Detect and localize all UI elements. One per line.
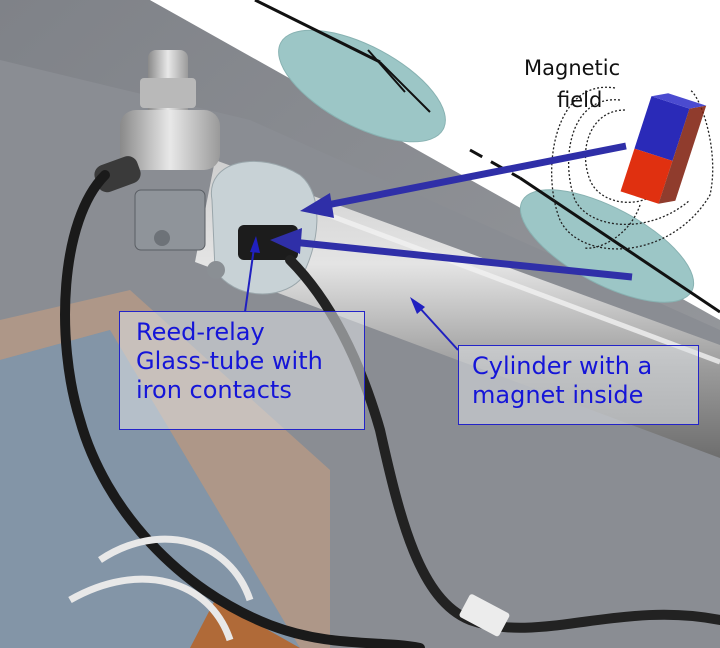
fitting-nut [140,78,196,108]
reed-relay-label-line1: Reed-relay [136,318,265,346]
field-line-lower [584,204,641,249]
arrow-reed-label [244,247,255,313]
callout-arrows [244,142,633,351]
table-edge-strip [0,290,330,648]
magnet-north-pole [634,96,690,161]
reed-wire-line-3 [469,148,521,180]
arrow-reed-label-head [250,236,260,253]
illustration-inset [150,0,720,314]
hose-connector [94,156,141,193]
arrow-field-to-tube-head [300,193,334,218]
field-line-inner [584,109,661,203]
magnet-south-pole [620,148,673,204]
arrow-disc-to-sensor-head [270,228,302,254]
arrow-disc-to-sensor [291,238,633,281]
cylinder-label-line1: Cylinder with a [472,352,653,380]
bar-magnet [620,93,707,204]
magnet-top-face [651,93,707,109]
reed-wire-line-1 [254,0,381,64]
reed-relay-label-line2: Glass-tube with [136,347,323,375]
mounting-bracket [134,189,206,251]
arrow-cylinder-label-head [410,297,425,314]
reed-relay-label: Reed-relay Glass-tube with iron contacts [119,311,365,430]
reed-disc-bottom [519,189,695,303]
reed-wire-line-4 [519,176,720,314]
reed-relay-label-line3: iron contacts [136,376,292,404]
reed-contact-line [367,49,406,93]
fitting-elbow [120,110,220,170]
arrow-cylinder-label [417,305,459,351]
field-label-line1: Magnetic [524,56,621,80]
cable-left-loop [60,170,425,648]
cable-tie [459,594,510,637]
arrow-field-to-tube [321,142,627,210]
cylinder-label: Cylinder with a magnet inside [458,345,699,425]
field-label-line2: field [557,88,603,112]
cable-white-coil [68,535,254,642]
reed-wire-line-2 [379,61,431,113]
reed-disc-top [278,29,446,143]
field-line-outer [551,86,714,250]
clamp-hole [207,261,225,279]
field-line-middle [568,99,691,226]
magnet-side-face [658,105,707,204]
cylinder-label-line2: magnet inside [472,381,644,409]
bracket-screw [154,230,170,246]
pneumatic-fitting [94,50,220,251]
